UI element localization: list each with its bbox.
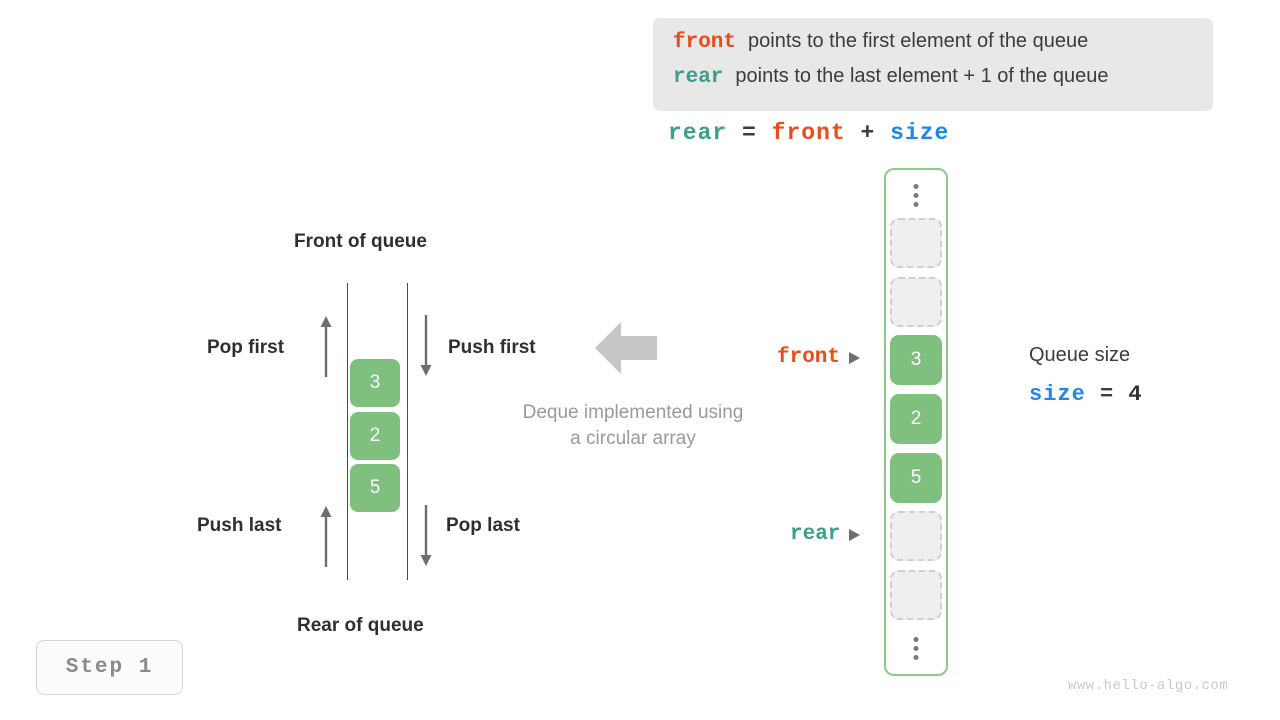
array-slot-empty	[890, 511, 942, 561]
size-equals: =	[1100, 382, 1115, 407]
formula-equals: =	[742, 120, 757, 146]
queue-size-title: Queue size	[1029, 344, 1131, 366]
circular-array-column: 3 2 5	[884, 168, 948, 676]
deque-cell: 2	[350, 412, 400, 460]
rear-pointer-label: rear	[790, 523, 861, 546]
legend-keyword-front: front	[673, 31, 737, 54]
vertical-ellipsis-icon	[913, 637, 919, 660]
array-slot-empty	[890, 277, 942, 327]
legend-row-front: front points to the first element of the…	[673, 30, 1193, 65]
size-variable: size	[1029, 382, 1086, 407]
push-first-label: Push first	[448, 337, 536, 358]
size-number: 4	[1128, 382, 1143, 407]
step-badge: Step 1	[36, 640, 183, 695]
diagram-caption-line2: a circular array	[570, 428, 696, 449]
array-slot-empty	[890, 570, 942, 620]
formula-size: size	[890, 120, 950, 146]
front-pointer-text: front	[777, 346, 841, 369]
pointer-arrowhead-icon	[849, 351, 861, 364]
diagram-caption-line1: Deque implemented using	[522, 402, 744, 423]
pop-last-label: Pop last	[446, 515, 520, 536]
arrow-down-pop-last-icon	[420, 505, 432, 566]
push-last-label: Push last	[197, 515, 282, 536]
arrow-up-pop-first-icon	[320, 316, 332, 377]
arrow-down-push-first-icon	[420, 315, 432, 376]
diagram-caption: Deque implemented using a circular array	[493, 400, 773, 452]
rear-pointer-text: rear	[790, 523, 841, 546]
array-slot-filled: 3	[890, 335, 942, 385]
vertical-ellipsis-icon	[913, 184, 919, 207]
deque-cell: 5	[350, 464, 400, 512]
arrow-up-push-last-icon	[320, 506, 332, 567]
array-slot-empty	[890, 218, 942, 268]
array-slot-filled: 5	[890, 453, 942, 503]
pointer-arrowhead-icon	[849, 528, 861, 541]
array-slot-filled: 2	[890, 394, 942, 444]
watermark: www.hello-algo.com	[1068, 678, 1229, 694]
legend-box: front points to the first element of the…	[653, 18, 1213, 111]
pop-first-label: Pop first	[207, 337, 285, 358]
deque-rail-left	[347, 283, 348, 580]
legend-row-rear: rear points to the last element + 1 of t…	[673, 65, 1193, 100]
legend-keyword-rear: rear	[673, 66, 724, 89]
arrow-left-transform-icon	[595, 322, 657, 374]
legend-text-front: points to the first element of the queue	[748, 30, 1089, 52]
deque-rail-right	[407, 283, 408, 580]
queue-size-value: size = 4	[1029, 382, 1143, 407]
formula-rear-equals-front-plus-size: rear = front + size	[668, 120, 949, 146]
front-of-queue-label: Front of queue	[294, 231, 427, 252]
legend-text-rear: points to the last element + 1 of the qu…	[735, 65, 1109, 87]
front-pointer-label: front	[777, 346, 861, 369]
formula-rear: rear	[668, 120, 728, 146]
rear-of-queue-label: Rear of queue	[297, 615, 424, 636]
deque-cell: 3	[350, 359, 400, 407]
formula-front: front	[771, 120, 846, 146]
formula-plus: +	[860, 120, 876, 146]
